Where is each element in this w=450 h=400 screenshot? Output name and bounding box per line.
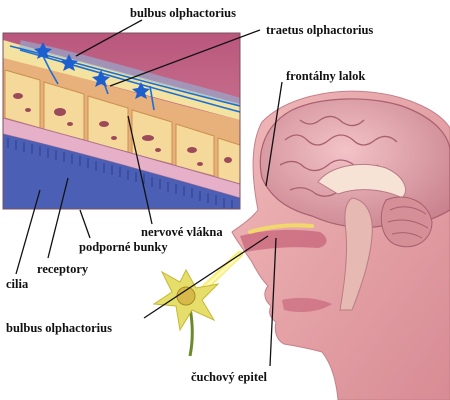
inset-frame — [2, 32, 241, 210]
neuron-star — [92, 70, 110, 87]
corpus-callosum — [317, 164, 406, 199]
label-bulbus-top: bulbus olphactorius — [130, 6, 236, 20]
pore — [155, 148, 161, 152]
leader-cilia — [15, 189, 41, 275]
label-bulbus-bottom: bulbus olphactorius — [6, 321, 112, 335]
neuron-star — [34, 42, 52, 59]
brainstem — [339, 197, 373, 311]
pore — [187, 147, 197, 153]
pore — [197, 162, 203, 166]
nerve-fiber — [149, 85, 155, 111]
label-tractus: traetus olphactorius — [266, 23, 374, 37]
pore — [54, 108, 66, 116]
nasal-cavity — [240, 229, 327, 252]
head-illustration — [231, 90, 450, 400]
label-nerve-fibers: nervové vlákna — [141, 225, 223, 239]
epithelium-layer — [3, 117, 240, 209]
leader-bulbus-bottom — [143, 235, 269, 319]
leader-receptors — [47, 177, 69, 259]
tissue-block — [4, 69, 41, 129]
flower-stem — [188, 307, 194, 357]
label-frontal-lobe: frontálny lalok — [286, 69, 366, 83]
daffodil-flower — [152, 268, 220, 357]
neuron-star — [132, 82, 150, 99]
leader-support — [79, 209, 91, 239]
neurons — [34, 42, 150, 99]
label-epithelium: čuchový epitel — [191, 370, 268, 384]
pore — [224, 157, 232, 163]
cilia-fringe — [3, 134, 240, 209]
leader-frontal — [265, 81, 283, 187]
leader-bulbus-top — [75, 19, 143, 57]
label-cilia: cilia — [6, 277, 29, 291]
cilia-strands — [7, 138, 233, 209]
label-support-cells: podporné bunky — [79, 240, 168, 254]
pore — [13, 93, 23, 99]
bone-pores — [13, 93, 232, 166]
mouth-region — [282, 297, 332, 312]
leader-nerve — [127, 115, 153, 225]
pore — [67, 122, 73, 126]
tissue-inset — [3, 33, 240, 209]
nerve-fiber — [9, 45, 240, 107]
neuron-star — [60, 54, 78, 71]
leader-tractus — [109, 29, 261, 87]
nerve-fiber — [39, 49, 59, 85]
cerebellum — [380, 196, 433, 248]
olfactory-region — [248, 223, 314, 234]
scent-stream-core — [202, 254, 240, 290]
bulb-outline — [19, 40, 240, 106]
pore — [111, 136, 117, 140]
label-receptors: receptory — [37, 262, 89, 276]
pore — [142, 135, 154, 141]
pore — [25, 108, 31, 112]
pore — [99, 121, 109, 127]
brain-folds — [279, 115, 398, 197]
leader-lines — [15, 19, 283, 367]
leader-epithelium — [269, 237, 277, 367]
cerebellum-folds — [387, 206, 429, 239]
